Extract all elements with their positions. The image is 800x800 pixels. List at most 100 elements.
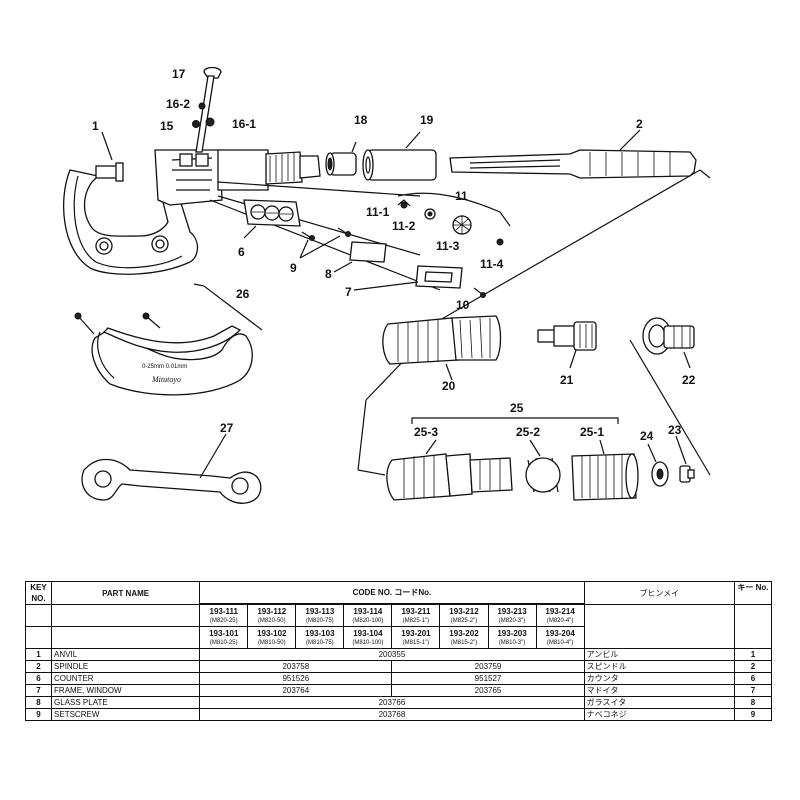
row-key-no: 8 [24,696,53,709]
code-top-cell: 193-114 (M820-100) [343,604,393,627]
row-key-no-right: 6 [733,672,773,685]
part-setscrews [299,227,351,259]
part-counter [243,199,301,239]
micrometer-frame [62,149,321,275]
part-screw-23 [675,435,695,483]
row-code-value: 203765 [391,684,585,697]
code-top-cell: 193-111 (M820-25) [199,604,249,627]
model-number: (M810-25) [209,640,238,646]
part-thimble [382,315,502,381]
row-code-value: 200355 [199,648,585,661]
part-glass-plate [333,241,387,273]
row-part-name: SETSCREW [51,708,201,721]
callout-11-3: 11-3 [436,239,460,253]
callout-11-4: 11-4 [480,257,504,271]
callout-11-2: 11-2 [392,219,416,233]
code-top-cell: 193-113(M820-75) [295,604,345,627]
codes-top-name-blank [51,604,201,627]
row-part-name: GLASS PLATE [51,696,201,709]
callout-11: 11 [455,189,468,203]
row-kana-name: カウンタ [583,672,735,685]
model-number: (M825-1") [402,618,430,624]
parts-table: KEY NO. PART NAME CODE NO. コードNo. ブヒンメイ … [24,581,773,721]
part-clamp-lever [192,66,222,153]
case-brand: Mitutoyo [151,375,181,384]
code-number: 193-103 [305,629,335,638]
row-kana-name: ナベコネジ [583,708,735,721]
model-number: (M820-4") [546,618,574,624]
model-number: (M810-50) [257,640,286,646]
row-kana-name: スピンドル [583,660,735,673]
callout-10: 10 [456,298,470,312]
row-code-value: 203758 [199,660,393,673]
code-number: 193-213 [497,607,527,616]
model-number: (M820-50) [257,618,286,624]
callout-22: 22 [682,373,696,387]
model-number: (M810-3") [498,640,526,646]
code-number: 193-202 [449,629,479,638]
code-bottom-cell: 193-102 (M810-50) [247,626,297,649]
part-window-frame [353,265,463,291]
header-code-no: CODE NO. コードNo. [199,581,585,604]
codes-bottom-name-blank [51,626,201,649]
row-key-no: 1 [24,648,53,661]
callout-25: 25 [510,401,524,415]
model-number: (M820-100) [352,618,384,624]
code-number: 193-102 [257,629,287,638]
callout-25-2: 25-2 [516,425,540,439]
callout-21: 21 [560,373,574,387]
row-key-no: 2 [24,660,53,673]
part-ratchet-stop [537,321,597,369]
header-part-name: PART NAME [51,581,201,605]
row-key-no-right: 8 [733,696,773,709]
code-number: 193-114 [353,607,383,616]
code-top-cell: 193-212(M825-2") [439,604,489,627]
code-bottom-cell: 193-103(M810-75) [295,626,345,649]
row-code-value: 203759 [391,660,585,673]
codes-bottom-key-blank [24,626,53,649]
row-key-no-right: 1 [733,648,773,661]
code-top-cell: 193-112(M820-50) [247,604,297,627]
code-number: 193-111 [209,607,238,616]
model-number: (M810-100) [352,640,384,646]
part-spindle [449,129,697,179]
row-key-no: 7 [24,684,53,697]
row-part-name: SPINDLE [51,660,201,673]
callout-16-1: 16-1 [232,117,256,131]
code-bottom-cell: 193-101 (M810-25) [199,626,249,649]
code-number: 193-104 [353,629,383,638]
callout-7: 7 [345,285,352,299]
row-kana-name: ガラスイタ [583,696,735,709]
code-bottom-cell: 193-204(M810-4") [535,626,585,649]
code-top-cell: 193-213 (M820-3") [487,604,537,627]
part-cap [642,317,695,369]
model-number: (M820-25) [209,618,238,624]
row-code-value: 203764 [199,684,393,697]
part-spanner [81,433,262,504]
code-bottom-cell: 193-202(M815-2") [439,626,489,649]
part-case: 0-25mm 0.01mm Mitutoyo [74,283,263,396]
row-code-value: 951527 [391,672,585,685]
callout-8: 8 [325,267,332,281]
callout-16-2: 16-2 [166,97,190,111]
callout-25-3: 25-3 [414,425,438,439]
code-bottom-cell: 193-201(M815-1") [391,626,441,649]
code-number: 193-214 [545,607,575,616]
callout-15: 15 [160,119,174,133]
code-number: 193-101 [209,629,239,638]
model-number: (M820-3") [498,618,526,624]
code-bottom-cell: 193-203(M810-3") [487,626,537,649]
part-ratchet-assembly [397,192,511,246]
callout-27: 27 [220,421,234,435]
codes-top-row: 193-111 (M820-25) 193-112(M820-50) 193-11… [24,604,773,649]
callout-17: 17 [172,67,186,81]
code-number: 193-211 [401,607,431,616]
callout-23: 23 [668,423,682,437]
callout-1: 1 [92,119,99,133]
row-key-no-right: 2 [733,660,773,673]
